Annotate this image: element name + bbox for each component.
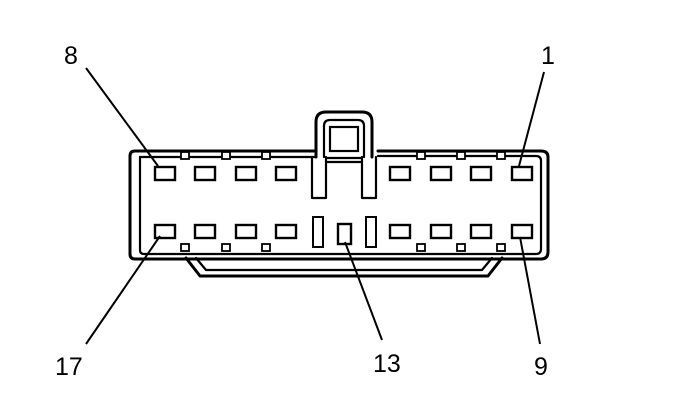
pin-cavity	[274, 223, 298, 240]
pin-cavity	[234, 223, 258, 240]
pin-cavity	[193, 223, 217, 240]
pin-cavity	[153, 223, 177, 240]
pin-cavity	[510, 165, 534, 182]
pin-cavity	[429, 223, 453, 240]
pin-cavity	[388, 165, 412, 182]
pin-cavity	[469, 165, 493, 182]
pin-cavity	[234, 165, 258, 182]
leader-pin-8	[85, 67, 159, 167]
leader-lines	[85, 67, 545, 345]
leader-pin-1	[518, 71, 545, 167]
top-row-cavities	[153, 151, 534, 182]
pin-label-8: 8	[64, 42, 78, 70]
pin-cavity	[388, 223, 412, 240]
leader-pin-17	[85, 235, 161, 345]
pin-cavity	[510, 223, 534, 240]
pin-label-17: 17	[55, 353, 83, 381]
pin-label-9: 9	[534, 353, 548, 381]
pin-labels: 8 1 17 13 9	[55, 42, 555, 381]
pin-cavity	[469, 223, 493, 240]
pin-label-1: 1	[541, 42, 555, 70]
pin-cavity	[274, 165, 298, 182]
pin-cavity	[153, 165, 177, 182]
pin-cavity	[429, 165, 453, 182]
pin-cavity	[193, 165, 217, 182]
leader-pin-13	[344, 241, 383, 341]
bottom-row-cavities	[153, 223, 534, 252]
pin-label-13: 13	[373, 350, 401, 378]
leader-pin-9	[519, 236, 541, 345]
connector-key-latch	[310, 110, 378, 248]
